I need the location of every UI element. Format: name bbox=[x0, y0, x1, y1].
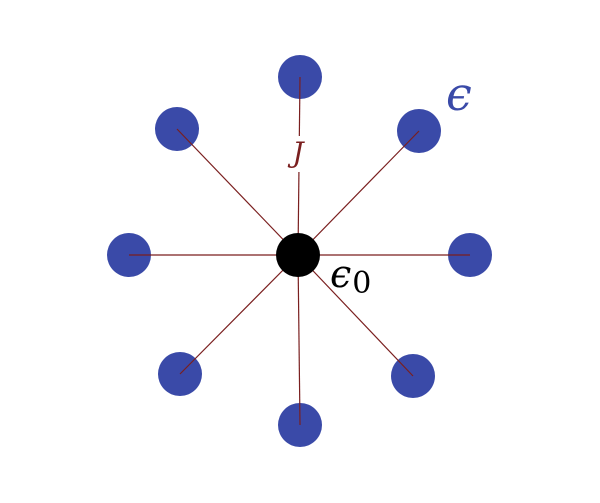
center-label-symbol: ϵ bbox=[330, 252, 351, 296]
center-site-energy-label: ϵ0 bbox=[330, 252, 371, 301]
coupling-label-backdrop bbox=[285, 136, 311, 172]
bond-line-5 bbox=[297, 254, 301, 426]
bond-line-4 bbox=[297, 254, 414, 377]
bond-line-2 bbox=[297, 130, 420, 256]
outer-site-energy-label: ϵ bbox=[446, 67, 472, 121]
center-site-node bbox=[276, 233, 320, 277]
coupling-label: J bbox=[287, 136, 305, 169]
center-label-subscript: 0 bbox=[352, 266, 371, 301]
bond-line-8 bbox=[176, 128, 299, 256]
bond-line-6 bbox=[179, 254, 299, 375]
